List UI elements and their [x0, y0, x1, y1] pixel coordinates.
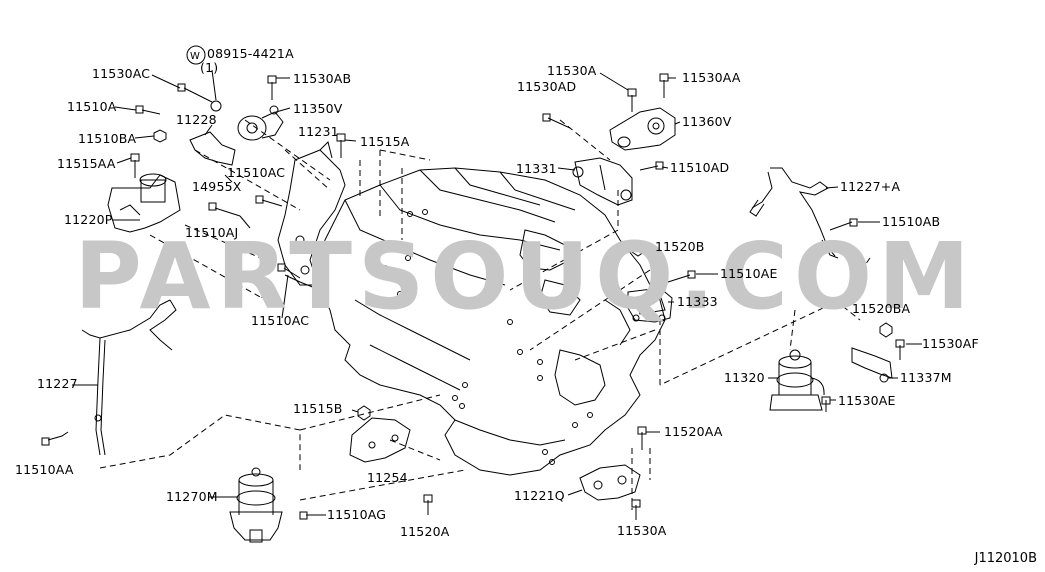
callout-11510AG[interactable]: 11510AG: [327, 507, 387, 522]
part-11337M: [851, 347, 893, 379]
callout-11337M[interactable]: 11337M: [900, 370, 952, 385]
callout-11510AA[interactable]: 11510AA: [15, 462, 74, 477]
callout-ticks: [72, 69, 922, 516]
part-11360V: [609, 107, 676, 151]
callout-11530AC[interactable]: 11530AC: [92, 66, 151, 81]
callout-11510AC-bottom[interactable]: 11510AC: [251, 313, 310, 328]
callout-11227A[interactable]: 11227+A: [840, 179, 901, 194]
svg-text:W: W: [190, 51, 200, 62]
part-11254: [349, 417, 411, 463]
callout-11530AA[interactable]: 11530AA: [682, 70, 741, 85]
callout-11515A[interactable]: 11515A: [360, 134, 410, 149]
callout-11530AB[interactable]: 11530AB: [293, 71, 352, 86]
part-11227A: [749, 167, 839, 259]
callout-11530A-bottom[interactable]: 11530A: [617, 523, 667, 538]
callout-11520AA[interactable]: 11520AA: [664, 424, 723, 439]
callout-11515B[interactable]: 11515B: [293, 401, 343, 416]
part-11228: [189, 131, 236, 166]
callout-08915-4421A[interactable]: 08915-4421A: [207, 46, 294, 61]
part-11331: [572, 157, 633, 206]
part-11350V: [237, 105, 284, 141]
callout-11510AJ[interactable]: 11510AJ: [185, 225, 239, 240]
callout-11520A[interactable]: 11520A: [400, 524, 450, 539]
callout-11350V[interactable]: 11350V: [293, 101, 343, 116]
callout-11510A[interactable]: 11510A: [67, 99, 117, 114]
part-11270M: [229, 467, 283, 543]
callout-11530A-top[interactable]: 11530A: [547, 63, 597, 78]
bolts: [41, 73, 905, 520]
callout-11510BA[interactable]: 11510BA: [78, 131, 137, 146]
callout-11520B[interactable]: 11520B: [655, 239, 705, 254]
callout-11515AA[interactable]: 11515AA: [57, 156, 116, 171]
part-11333: [627, 287, 673, 323]
callout-11320[interactable]: 11320: [724, 370, 765, 385]
callout-11530AE[interactable]: 11530AE: [838, 393, 896, 408]
callout-14955X[interactable]: 14955X: [192, 179, 242, 194]
callout-11227[interactable]: 11227: [37, 376, 78, 391]
callout-08915-qty: (1): [200, 60, 219, 75]
part-11227: [81, 299, 177, 456]
diagram-code: J112010B: [974, 551, 1037, 566]
callout-11270M[interactable]: 11270M: [166, 489, 218, 504]
watermark: PARTSOUQ.COM: [74, 223, 976, 330]
callout-11510AB[interactable]: 11510AB: [882, 214, 941, 229]
callout-11254[interactable]: 11254: [367, 470, 408, 485]
callout-11360V[interactable]: 11360V: [682, 114, 732, 129]
part-11320: [769, 349, 825, 411]
callout-11220P[interactable]: 11220P: [64, 212, 113, 227]
callout-11221Q[interactable]: 11221Q: [514, 488, 565, 503]
callout-11530AF[interactable]: 11530AF: [922, 336, 979, 351]
engine-block: [317, 167, 666, 476]
leader-lines: [99, 119, 871, 510]
callout-11228[interactable]: 11228: [176, 112, 217, 127]
callout-11510AD[interactable]: 11510AD: [670, 160, 730, 175]
callout-11530AD[interactable]: 11530AD: [517, 79, 577, 94]
callout-11333[interactable]: 11333: [677, 294, 718, 309]
callout-11510AE[interactable]: 11510AE: [720, 266, 778, 281]
callout-11520BA[interactable]: 11520BA: [852, 301, 911, 316]
part-11231: [277, 141, 346, 291]
callout-11231[interactable]: 11231: [298, 124, 339, 139]
callout-11331[interactable]: 11331: [516, 161, 557, 176]
callout-11510AC-top[interactable]: 11510AC: [227, 165, 286, 180]
part-11221Q: [579, 464, 641, 501]
